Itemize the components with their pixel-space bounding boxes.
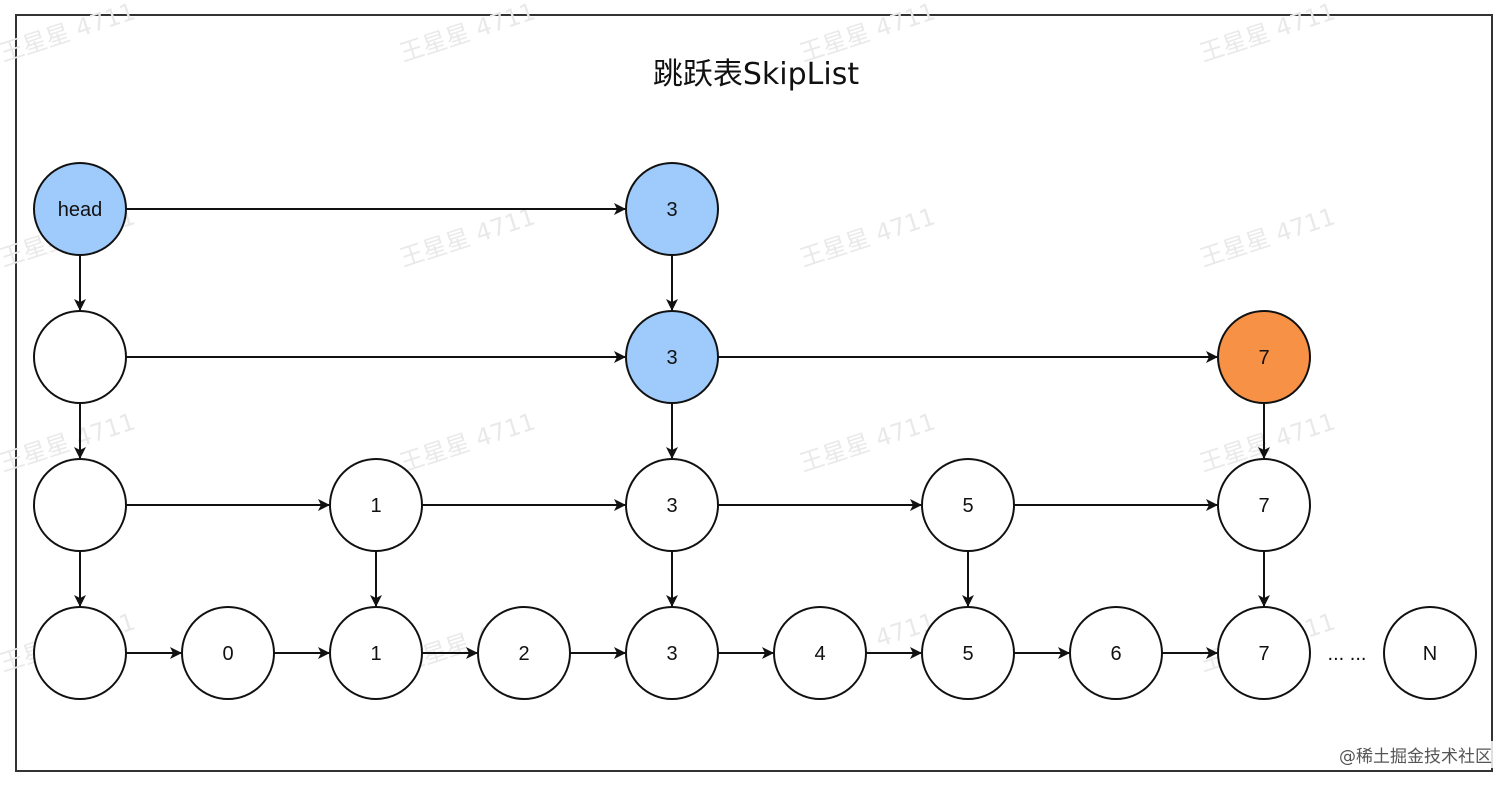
ellipsis-label: ... ... — [1328, 643, 1367, 665]
watermark-text: 王星星 4711 — [1196, 0, 1338, 67]
credit-label: @稀土掘金技术社区 — [1337, 741, 1494, 768]
watermark-text: 王星星 4711 — [396, 407, 538, 477]
skiplist-node: 7 — [1217, 606, 1311, 700]
watermark-text: 王星星 4711 — [396, 0, 538, 67]
node-circle — [33, 310, 127, 404]
diagram-title: 跳跃表SkipList — [653, 57, 859, 92]
skiplist-node — [33, 310, 127, 404]
skiplist-node: head — [33, 162, 127, 256]
skiplist-node: 0 — [181, 606, 275, 700]
skiplist-node: N — [1383, 606, 1477, 700]
node-label: 3 — [666, 643, 677, 665]
skiplist-node — [33, 606, 127, 700]
node-label: 0 — [222, 643, 233, 665]
watermark-text: 王星星 4711 — [396, 202, 538, 272]
node-circle — [477, 606, 571, 700]
node-circle — [329, 606, 423, 700]
node-label: 4 — [814, 643, 825, 665]
node-circle — [1217, 606, 1311, 700]
node-circle — [33, 606, 127, 700]
watermark-text: 王星星 4711 — [0, 0, 139, 67]
watermark-text: 王星星 4711 — [1196, 202, 1338, 272]
node-label: 3 — [666, 199, 677, 221]
skiplist-node: 1 — [329, 606, 423, 700]
skiplist-node: 5 — [921, 606, 1015, 700]
skiplist-node: 5 — [921, 458, 1015, 552]
node-circle — [1217, 310, 1311, 404]
node-circle — [921, 458, 1015, 552]
skiplist-node — [33, 458, 127, 552]
skiplist-node: 3 — [625, 606, 719, 700]
node-label: 7 — [1258, 643, 1269, 665]
skiplist-node: 3 — [625, 310, 719, 404]
node-circle — [33, 458, 127, 552]
node-label: 1 — [370, 643, 381, 665]
node-label: 3 — [666, 347, 677, 369]
node-circle — [625, 162, 719, 256]
node-circle — [1069, 606, 1163, 700]
node-circle — [1217, 458, 1311, 552]
node-circle — [625, 458, 719, 552]
node-label: 6 — [1110, 643, 1121, 665]
skiplist-node: 7 — [1217, 458, 1311, 552]
edge-layer — [74, 203, 1270, 659]
node-label: 3 — [666, 495, 677, 517]
skiplist-node: 1 — [329, 458, 423, 552]
node-label: head — [58, 199, 103, 221]
node-label: 2 — [518, 643, 529, 665]
node-label: 1 — [370, 495, 381, 517]
node-label: 5 — [962, 495, 973, 517]
skiplist-node: 3 — [625, 162, 719, 256]
node-label: 5 — [962, 643, 973, 665]
skiplist-node: 3 — [625, 458, 719, 552]
skiplist-node: 2 — [477, 606, 571, 700]
node-circle — [773, 606, 867, 700]
watermark-text: 王星星 4711 — [796, 202, 938, 272]
node-circle — [181, 606, 275, 700]
skiplist-node: 4 — [773, 606, 867, 700]
node-circle — [625, 310, 719, 404]
watermark-text: 王星星 4711 — [796, 407, 938, 477]
skiplist-node: 6 — [1069, 606, 1163, 700]
node-circle — [33, 162, 127, 256]
skiplist-node: 7 — [1217, 310, 1311, 404]
node-circle — [1383, 606, 1477, 700]
node-circle — [625, 606, 719, 700]
node-label: N — [1423, 643, 1437, 665]
node-circle — [329, 458, 423, 552]
node-label: 7 — [1258, 495, 1269, 517]
node-label: 7 — [1258, 347, 1269, 369]
node-circle — [921, 606, 1015, 700]
